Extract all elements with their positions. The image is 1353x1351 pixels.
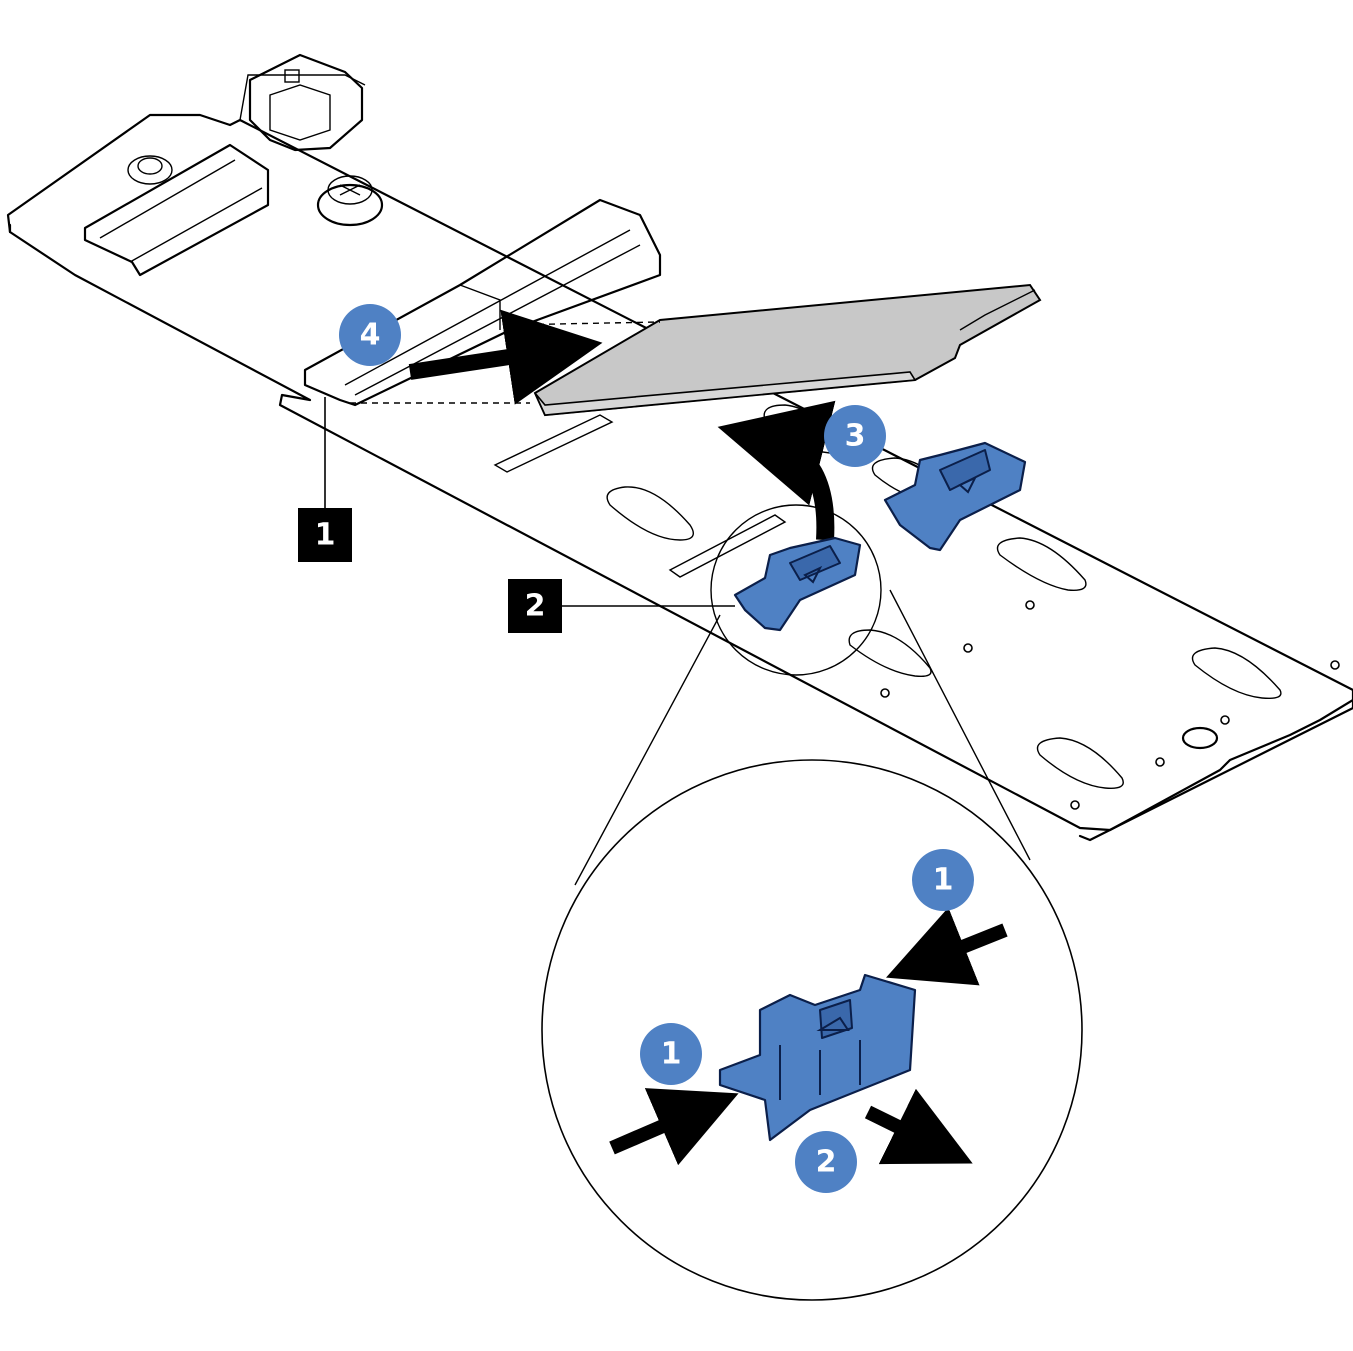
callout-connector: 1 [298, 397, 352, 562]
svg-text:3: 3 [845, 419, 866, 454]
callout-retainer: 2 [508, 579, 735, 633]
retainer-clip-right [883, 441, 1027, 552]
step-2-badge: 2 [795, 1131, 857, 1193]
zoom-lines [574, 589, 1031, 886]
svg-text:1: 1 [661, 1037, 682, 1072]
svg-text:2: 2 [525, 589, 546, 624]
svg-text:1: 1 [315, 518, 336, 553]
step-1-left-badge: 1 [640, 1023, 702, 1085]
slide-arrow [864, 1088, 973, 1165]
zoom-source-circle [710, 504, 882, 676]
squeeze-arrow-left [609, 1088, 739, 1166]
rotate-arrow [717, 400, 836, 541]
step-4-badge: 4 [339, 304, 401, 366]
svg-text:2: 2 [816, 1145, 837, 1180]
retainer-clip-left [733, 536, 862, 632]
svg-text:4: 4 [360, 318, 381, 353]
step-1-top-badge: 1 [912, 849, 974, 911]
insert-arrow [408, 309, 603, 405]
backplane-board [6, 53, 1353, 842]
m2-drive [350, 283, 1042, 417]
step-3-badge: 3 [824, 405, 886, 467]
retainer-clip-detail [718, 973, 917, 1142]
svg-text:1: 1 [933, 863, 954, 898]
squeeze-arrow-right [886, 907, 1008, 986]
